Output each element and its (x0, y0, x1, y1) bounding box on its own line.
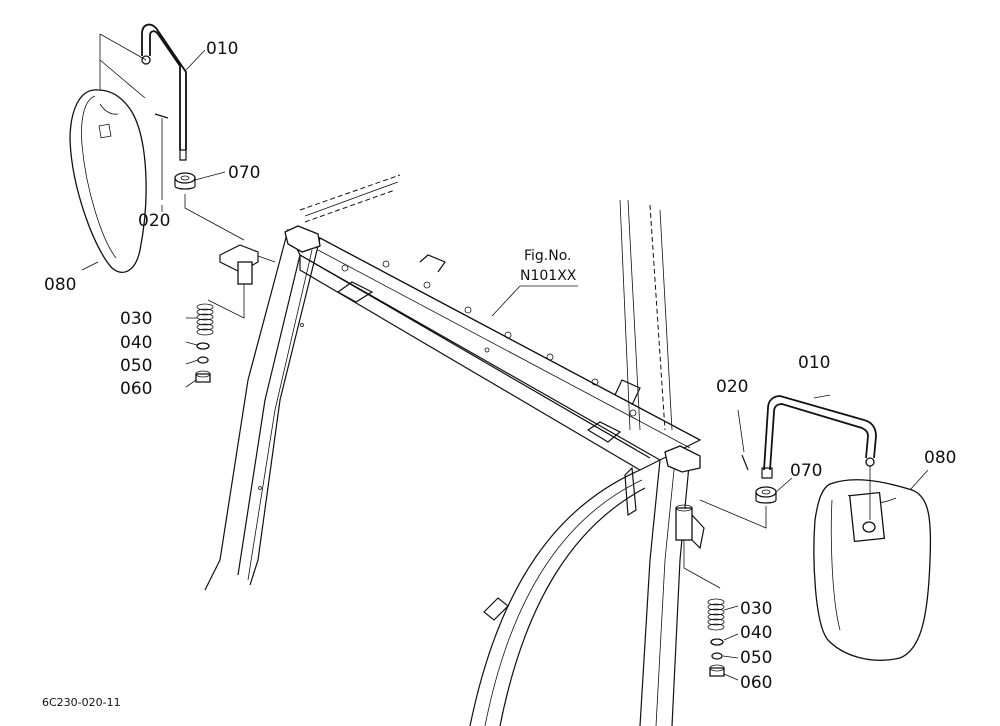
left-nut (195, 370, 211, 383)
right-label-020: 020 (716, 377, 748, 397)
left-label-080: 080 (44, 275, 76, 295)
right-pin (741, 454, 749, 471)
right-pillar-bracket (675, 504, 721, 589)
left-label-030: 030 (120, 309, 152, 329)
right-mirror-stay (761, 395, 877, 520)
right-label-040: 040 (740, 623, 772, 643)
left-label-020: 020 (138, 211, 170, 231)
left-mirror-head (69, 89, 147, 273)
right-label-060: 060 (740, 673, 772, 693)
right-spring (707, 598, 725, 631)
left-pillar-bracket (219, 244, 276, 285)
left-label-040: 040 (120, 333, 152, 353)
right-label-010: 010 (798, 353, 830, 373)
right-label-070: 070 (790, 461, 822, 481)
right-label-050: 050 (740, 648, 772, 668)
left-washer (196, 342, 210, 350)
right-label-030: 030 (740, 599, 772, 619)
left-label-070: 070 (228, 163, 260, 183)
right-mirror-assembly (675, 394, 932, 681)
part-labels: 010 070 020 080 030 040 050 060 Fig.No. … (42, 39, 956, 709)
left-mirror-stay (99, 23, 187, 161)
right-mirror-head (813, 479, 932, 661)
left-label-060: 060 (120, 379, 152, 399)
left-collar (174, 172, 196, 190)
right-label-080: 080 (924, 448, 956, 468)
fig-ref-line1: Fig.No. (524, 248, 572, 264)
left-pin (154, 113, 169, 119)
left-spring (196, 303, 214, 336)
left-label-010: 010 (206, 39, 238, 59)
left-label-050: 050 (120, 356, 152, 376)
right-spring-washer (711, 652, 723, 660)
fig-ref-leader (491, 285, 521, 317)
right-collar (755, 486, 777, 504)
fig-ref-line2: N101XX (520, 268, 577, 284)
left-spring-washer (197, 356, 209, 364)
drawing-code: 6C230-020-11 (42, 696, 121, 709)
right-nut (709, 664, 725, 677)
cab-frame (204, 174, 702, 726)
left-mirror-assembly (69, 23, 276, 388)
right-washer (710, 638, 724, 646)
